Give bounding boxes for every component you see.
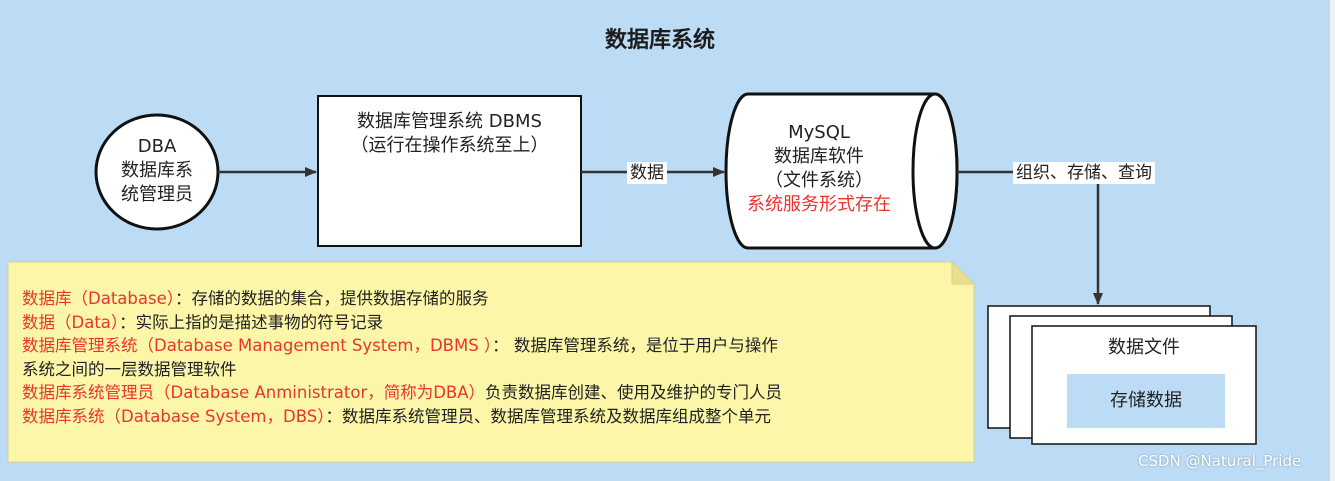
definition-dbms: 数据库管理系统（Database Management System，DBMS … [22,334,962,358]
term-dba: 数据库系统管理员（Database Anministrator，简称为DBA） [22,383,486,402]
definitions-note [7,260,976,463]
storage-inner-box [1067,374,1225,428]
desc-dbs: ：数据库系统管理员、数据库管理系统及数据库组成整个单元 [325,406,771,426]
dbms-node-shape [317,95,582,247]
edge-label-data: 数据 [627,162,667,184]
dba-label-line2: 数据库系 [121,160,193,181]
dba-node: DBA 数据库系 统管理员 [100,135,214,207]
watermark: CSDN @Natural_Pride [1138,452,1302,470]
term-data: 数据（Data） [22,312,120,332]
definition-data: 数据（Data）：实际上指的是描述事物的符号记录 [22,311,962,335]
mysql-label-line3: （文件系统） [765,170,873,191]
definition-dba: 数据库系统管理员（Database Anministrator，简称为DBA）负… [22,381,962,405]
term-dbs: 数据库系统（Database System，DBS） [22,406,326,426]
diagram-title: 数据库系统 [604,28,715,53]
edge-label-organize-store-query: 组织、存储、查询 [1013,162,1155,184]
term-database: 数据库（Database） [22,289,175,308]
mysql-node: MySQL 数据库软件 （文件系统） 系统服务形式存在 [728,121,910,217]
storage-data-label: 存储数据 [1110,390,1182,411]
dba-label-line1: DBA [137,136,177,157]
data-files-title: 数据文件 [1108,337,1180,358]
definition-dbms-continued: 系统之间的一层数据管理软件 [22,359,237,379]
page-edge [1330,0,1335,481]
term-dbms: 数据库管理系统（Database Management System，DBMS … [22,336,493,355]
definition-database: 数据库（Database）：存储的数据的集合，提供数据存储的服务 [22,287,962,311]
definitions-text: 数据库（Database）：存储的数据的集合，提供数据存储的服务 数据（Data… [22,287,962,428]
mysql-label-line2: 数据库软件 [774,146,864,167]
mysql-node-shape [724,92,959,250]
desc-dbms: ： 数据库管理系统，是位于用户与操作 [492,336,778,355]
dbms-label-line1: 数据库管理系统 DBMS [357,111,542,132]
dba-label-line3: 统管理员 [121,184,193,205]
desc-dba: 负责数据库创建、使用及维护的专门人员 [485,383,783,402]
desc-database: ：存储的数据的集合，提供数据存储的服务 [174,289,489,308]
mysql-label-line1: MySQL [788,122,850,143]
definition-dbs: 数据库系统（Database System，DBS）：数据库系统管理员、数据库管… [22,405,962,429]
desc-data: ：实际上指的是描述事物的符号记录 [119,312,384,332]
dbms-node: 数据库管理系统 DBMS （运行在操作系统至上） [318,110,581,158]
mysql-label-line4: 系统服务形式存在 [747,194,891,215]
dbms-label-line2: （运行在操作系统至上） [350,135,549,156]
